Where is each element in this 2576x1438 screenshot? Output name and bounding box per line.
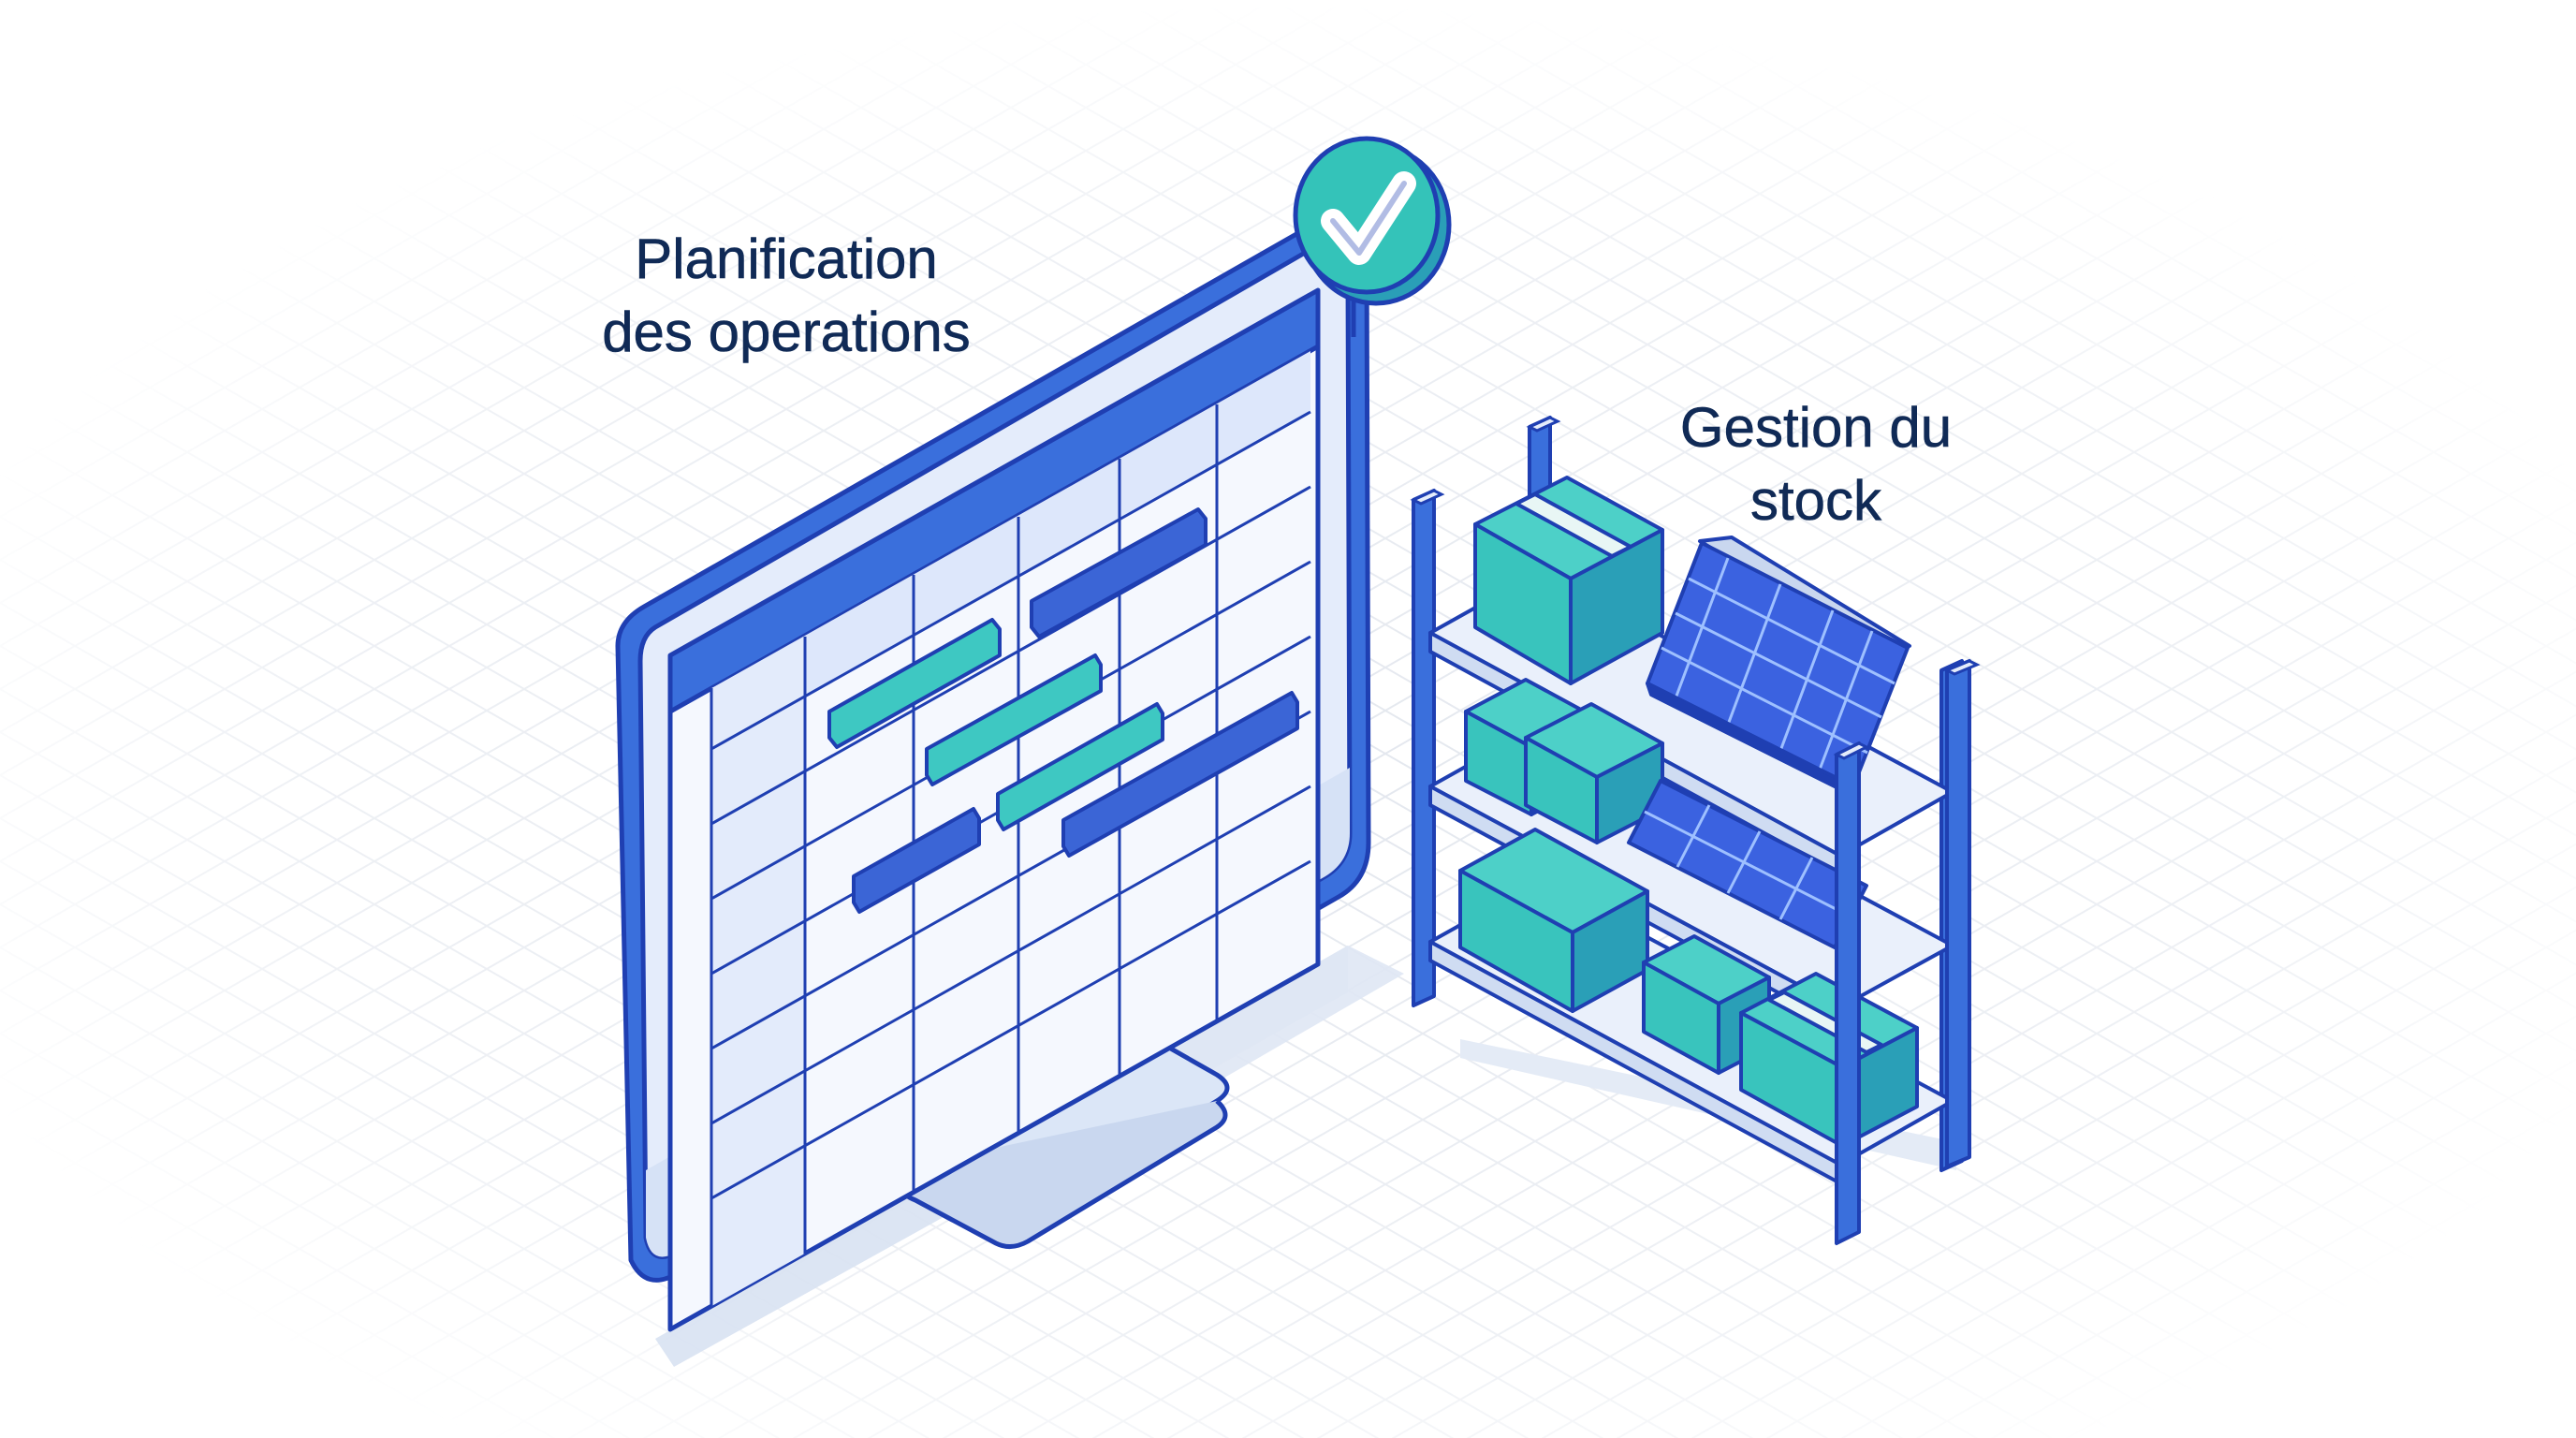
gantt-chart-icon [667, 287, 1321, 1332]
gantt-bar [1061, 691, 1299, 858]
gantt-bar [1030, 507, 1208, 638]
gantt-bar [925, 653, 1103, 786]
cardboard-box-icon [1524, 702, 1664, 844]
stock-label: Gestion du stock [1591, 391, 2041, 537]
planning-label: Planification des operations [505, 223, 1067, 369]
stock-label-line2: stock [1749, 469, 1882, 533]
gantt-bar [852, 807, 981, 914]
storage-shelf-icon [1410, 416, 1981, 1245]
cardboard-box-icon [1458, 828, 1649, 1013]
check-badge-icon [1293, 136, 1452, 337]
solar-panel-icon [1627, 779, 1868, 949]
computer-monitor-icon [615, 136, 1452, 1332]
gantt-bar [827, 618, 1002, 749]
planning-label-line1: Planification [635, 227, 938, 291]
stock-label-line1: Gestion du [1679, 396, 1953, 460]
gantt-bar [996, 702, 1164, 831]
cardboard-box-icon [1473, 476, 1664, 685]
planning-label-line2: des operations [602, 301, 971, 364]
solar-panel-icon [1646, 536, 1911, 800]
